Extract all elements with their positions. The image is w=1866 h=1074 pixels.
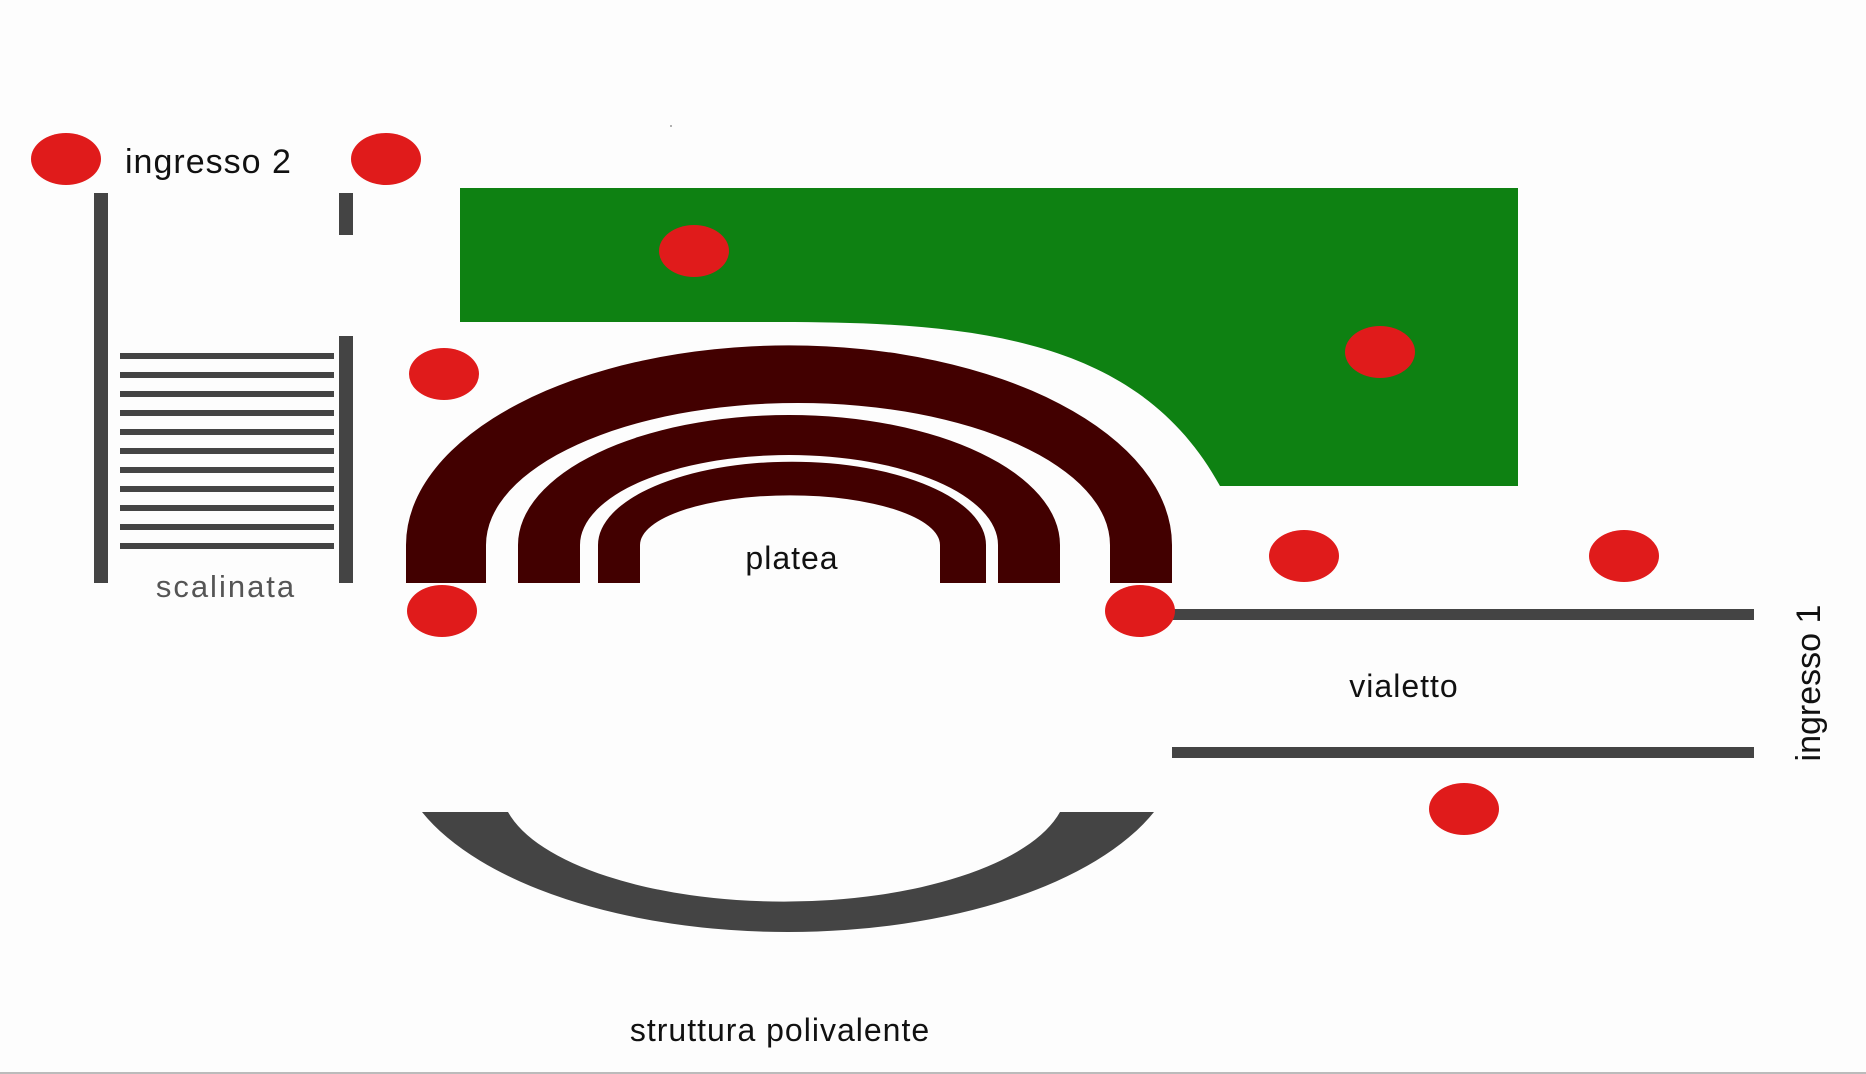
seating-arc-middle — [518, 415, 1060, 583]
red-dot-marker-icon — [1105, 585, 1175, 637]
stair-left-wall — [94, 193, 108, 583]
stair-right-wall-top — [339, 193, 353, 235]
label-ingresso-2: ingresso 2 — [125, 143, 292, 181]
red-dot-marker-icon — [1429, 783, 1499, 835]
bottom-border — [0, 1072, 1866, 1074]
stair-step — [120, 353, 334, 359]
seating-arc-inner — [598, 461, 986, 583]
label-platea: platea — [745, 540, 838, 576]
stair-step — [120, 543, 334, 549]
stair-right-wall — [339, 336, 353, 583]
stair-step — [120, 505, 334, 511]
red-dot-marker-icon — [1589, 530, 1659, 582]
seating-arc-outer — [406, 345, 1172, 583]
red-dot-marker-icon — [1345, 326, 1415, 378]
red-dot-marker-icon — [1269, 530, 1339, 582]
label-ingresso-1: ingresso 1 — [1790, 605, 1828, 762]
red-dot-marker-icon — [31, 133, 101, 185]
label-scalinata: scalinata — [156, 569, 296, 604]
vialetto-wall-top — [1172, 609, 1754, 620]
stair-step — [120, 410, 334, 416]
stair-step — [120, 391, 334, 397]
platea-seating — [406, 345, 1172, 583]
red-dot-marker-icon — [407, 585, 477, 637]
stair-steps — [120, 353, 334, 549]
label-struttura-polivalente: struttura polivalente — [630, 1012, 930, 1048]
stair-step — [120, 467, 334, 473]
stair-step — [120, 448, 334, 454]
red-markers — [31, 133, 1659, 835]
scalinata-stairs — [94, 193, 353, 583]
struttura-polivalente — [422, 812, 1154, 933]
stair-step — [120, 372, 334, 378]
vialetto-wall-bottom — [1172, 747, 1754, 758]
red-dot-marker-icon — [659, 225, 729, 277]
stair-step — [120, 524, 334, 530]
red-dot-marker-icon — [409, 348, 479, 400]
speck — [670, 125, 672, 127]
stair-step — [120, 429, 334, 435]
label-vialetto: vialetto — [1349, 668, 1458, 704]
red-dot-marker-icon — [351, 133, 421, 185]
stair-step — [120, 486, 334, 492]
